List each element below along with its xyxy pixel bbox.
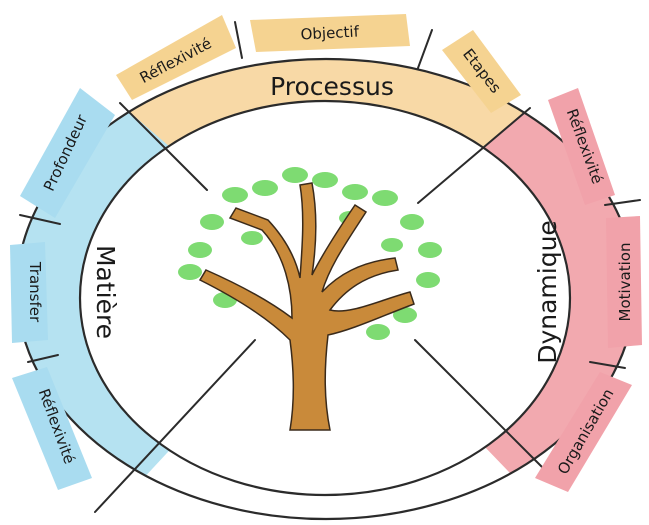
tree-trunk [198,182,415,431]
processus-band-fill [74,59,578,155]
matiere-tag-transfer: Transfer [26,261,44,323]
matiere-tag-highlights [10,88,115,490]
tag-separator [589,361,626,369]
processus-band [74,59,578,155]
tag-highlight [12,367,92,490]
tag-separator [234,21,243,59]
dynamique-label: Dynamique [533,220,562,364]
tag-highlight [20,88,115,218]
tag-highlight [442,30,521,113]
tag-separator [417,29,433,69]
dynamique-tag-motivation: Motivation [616,243,634,322]
processus-tag-objectif: Objectif [300,22,360,43]
tree-icon [178,167,442,431]
dynamique-tag-highlights [535,88,642,492]
tag-highlight [250,14,410,52]
tag-separator [27,354,59,363]
processus-tag-highlights [116,14,521,113]
matiere-label: Matière [91,245,120,339]
tag-highlight [548,88,615,205]
sector-dividers [94,102,546,513]
tag-separator [604,199,641,206]
divider-bottom-right [414,339,546,471]
tag-separators [19,21,641,369]
processus-label: Processus [270,72,394,101]
divider-top-right [417,107,531,204]
tag-highlight [10,242,48,343]
tag-highlight [116,15,236,100]
tag-separator [19,214,61,225]
tag-highlight [606,216,642,348]
divider-bottom-left [94,339,256,513]
tag-highlight [535,372,632,492]
inner-ring [78,99,572,497]
divider-top-left [119,102,208,191]
